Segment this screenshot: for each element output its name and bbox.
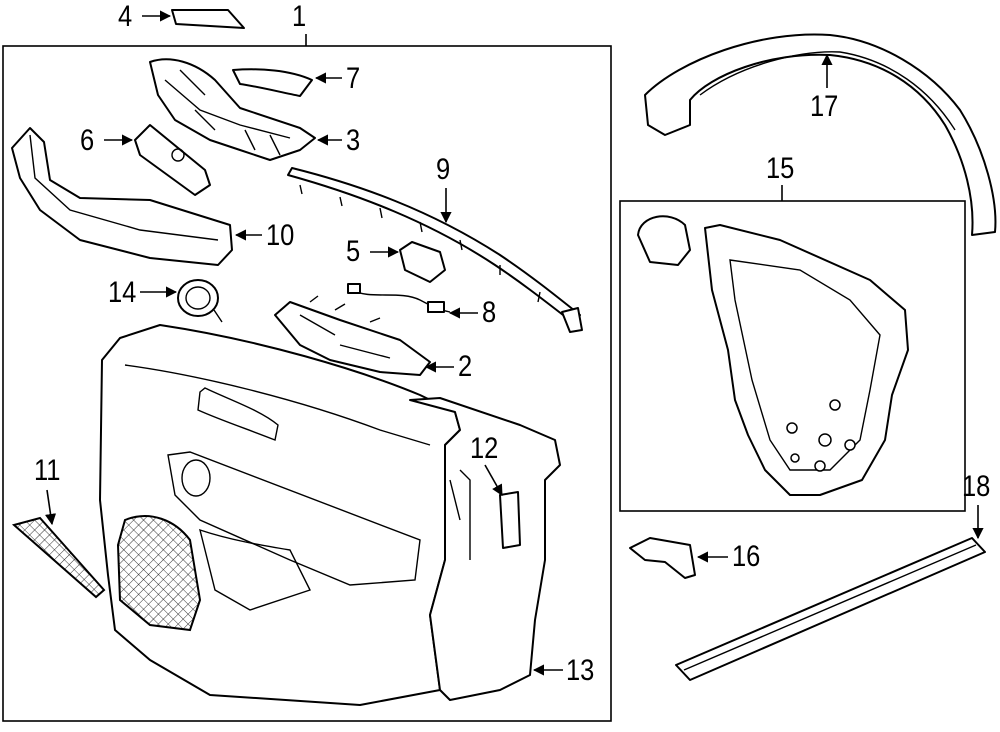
callout-16: 16 bbox=[732, 540, 761, 573]
callout-11: 11 bbox=[34, 454, 61, 487]
callout-5: 5 bbox=[346, 235, 361, 268]
part-18-weatherstrip bbox=[675, 537, 986, 681]
part-14-speaker-ring bbox=[177, 279, 223, 323]
callout-10: 10 bbox=[266, 219, 295, 252]
callout-12: 12 bbox=[470, 432, 499, 465]
part-12-clip bbox=[499, 491, 521, 549]
part-5-switch bbox=[399, 241, 446, 283]
leader-lines bbox=[44, 10, 984, 676]
callout-8: 8 bbox=[482, 296, 497, 329]
part-17-frame-molding bbox=[644, 33, 997, 236]
part-4-trim-cap bbox=[171, 9, 245, 29]
part-16-bracket bbox=[629, 537, 696, 579]
callout-13: 13 bbox=[566, 654, 595, 687]
group-1-frame bbox=[2, 45, 612, 722]
callout-2: 2 bbox=[458, 350, 473, 383]
part-3-switch-assembly bbox=[149, 58, 316, 161]
part-7-switch-cover bbox=[232, 68, 313, 97]
callout-4: 4 bbox=[118, 0, 133, 33]
part-1-door-trim-panel bbox=[99, 324, 461, 706]
part-9-upper-trim-strip bbox=[287, 167, 583, 333]
callout-18: 18 bbox=[962, 470, 991, 503]
callout-17: 17 bbox=[810, 90, 839, 123]
part-8-wire-harness bbox=[347, 283, 451, 313]
part-13-carrier-panel bbox=[409, 397, 561, 701]
callout-7: 7 bbox=[346, 62, 361, 95]
part-11-speaker-grille bbox=[11, 516, 106, 599]
callout-6: 6 bbox=[80, 124, 95, 157]
callout-15: 15 bbox=[766, 152, 795, 185]
callout-3: 3 bbox=[346, 124, 361, 157]
callout-1: 1 bbox=[292, 0, 307, 33]
group-15-frame bbox=[619, 200, 966, 512]
callout-9: 9 bbox=[436, 153, 451, 186]
part-10-armrest bbox=[11, 127, 233, 266]
callout-14: 14 bbox=[108, 276, 137, 309]
part-15-door-module bbox=[637, 215, 909, 496]
part-6-switch-module bbox=[134, 124, 211, 196]
